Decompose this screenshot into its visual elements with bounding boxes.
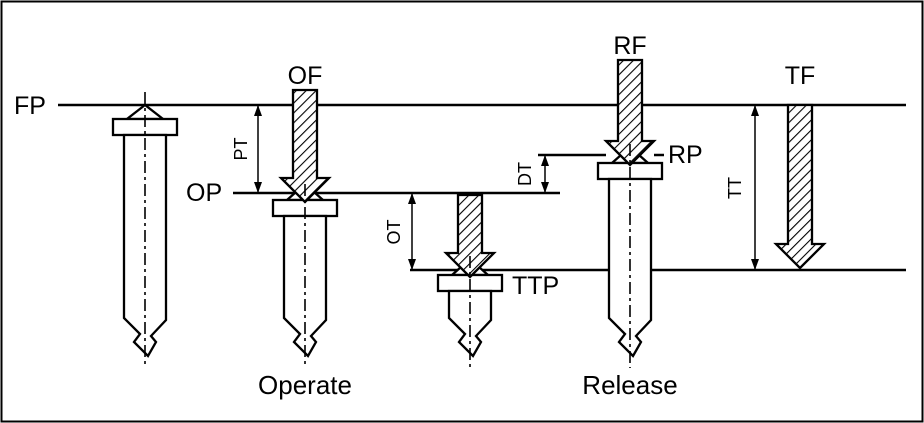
- free-position-plunger: [111, 103, 179, 358]
- pt-label: PT: [231, 137, 251, 160]
- differential-travel-dimension: [541, 155, 549, 193]
- operating-force-arrow: [278, 88, 332, 204]
- release-force-arrow: [603, 58, 657, 167]
- ot-label: OT: [384, 219, 404, 244]
- release-caption: Release: [582, 370, 677, 400]
- rp-label: RP: [668, 141, 703, 169]
- over-travel-dimension: [408, 193, 416, 270]
- total-travel-dimension: [751, 105, 759, 270]
- operate-caption: Operate: [258, 370, 352, 400]
- pre-travel-dimension: [254, 105, 262, 193]
- plunger-body: [122, 133, 168, 358]
- tt-label: TT: [725, 177, 745, 199]
- plunger-body: [447, 289, 493, 358]
- fp-label: FP: [14, 92, 46, 120]
- tf-label: TF: [785, 62, 816, 90]
- dt-label: DT: [515, 162, 535, 186]
- ttp-label: TTP: [512, 272, 559, 300]
- of-label: OF: [288, 62, 323, 90]
- rf-label: RF: [613, 32, 646, 60]
- over-travel-force-arrow: [443, 193, 497, 279]
- total-force-arrow: [773, 103, 827, 270]
- op-label: OP: [186, 179, 222, 207]
